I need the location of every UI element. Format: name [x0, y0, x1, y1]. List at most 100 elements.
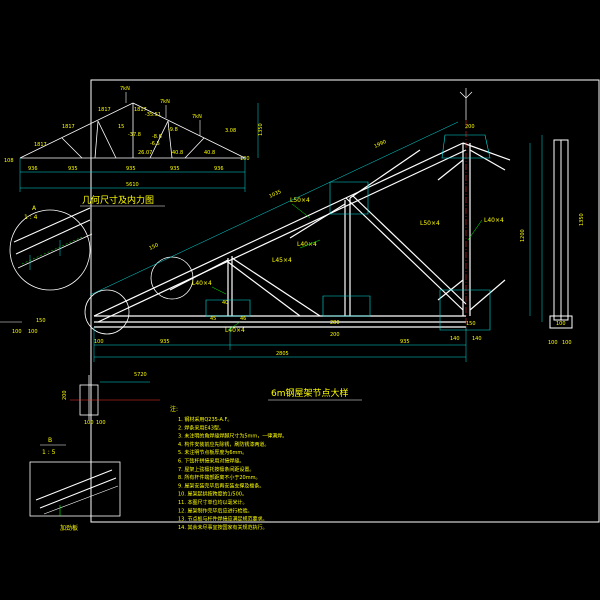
- gusset-plates: [205, 134, 491, 331]
- member-label-3: L40×4: [484, 217, 504, 224]
- geo-force-7: 40.8: [172, 150, 183, 156]
- note-item: 3. 未注明的角焊缝焊脚尺寸为5mm，一律满焊。: [178, 433, 287, 440]
- geo-side-dim-108: 108: [4, 158, 14, 164]
- geo-force-3: -9.8: [168, 127, 178, 133]
- main-bottom-dim-2: 935: [400, 339, 410, 345]
- member-label-7: L40×4: [192, 280, 212, 287]
- main-dimension-lines: [89, 121, 543, 362]
- geo-top-length-2: 1817: [62, 124, 75, 130]
- geo-load-3: 7kN: [192, 114, 202, 120]
- note-item: 7. 屋架上弦檩托按檩条间距设置。: [178, 466, 254, 473]
- notes-list: 1. 钢材采用Q235-A.F。2. 焊条采用E43型。 3. 未注明的角焊缝焊脚…: [178, 416, 287, 531]
- misc-dim-4: 280: [330, 320, 340, 326]
- support-detail: [70, 375, 160, 420]
- note-item: 14. 其余未尽事宜按国家有关规范执行。: [178, 524, 268, 531]
- geo-bottom-length-5: 936: [214, 166, 224, 172]
- geo-bottom-length-1: 936: [28, 166, 38, 172]
- note-item: 5. 未注明节点板厚度为6mm。: [178, 449, 247, 456]
- geo-bottom-length-3: 935: [126, 166, 136, 172]
- detail-a-scale: 1 : 4: [24, 214, 38, 221]
- main-bottom-dim-1: 935: [160, 339, 170, 345]
- side-elevation: [549, 139, 573, 329]
- geo-top-length-3: 1817: [98, 107, 111, 113]
- note-item: 6. 下弦杆拼接采用对接焊缝。: [178, 458, 244, 465]
- support-dim-5: 140: [450, 336, 460, 342]
- support-dim-4: 100: [94, 339, 104, 345]
- note-item: 4. 构件安装前应先除锈，刷防锈漆两道。: [178, 441, 269, 448]
- geo-bottom-length-4: 935: [170, 166, 180, 172]
- note-item: 1. 钢材采用Q235-A.F。: [178, 416, 232, 423]
- geo-force-5: -6.5: [150, 141, 160, 147]
- main-top-dim-3: 150: [148, 242, 159, 251]
- geo-load-1: 7kN: [120, 86, 130, 92]
- support-dim-2: 150: [36, 318, 46, 324]
- note-item: 12. 屋架制作完毕后应进行检验。: [178, 507, 253, 514]
- geo-load-2: 7kN: [160, 99, 170, 105]
- geo-load-arrows: [125, 92, 201, 136]
- support-detail-dim-100b: 100: [96, 420, 106, 426]
- geo-bottom-length-2: 935: [68, 166, 78, 172]
- note-item: 8. 所有杆件端部距离不小于20mm。: [178, 474, 260, 481]
- misc-dim-5: 200: [330, 332, 340, 338]
- main-truss: [93, 142, 511, 328]
- support-dim-8: 100: [556, 321, 566, 327]
- note-item: 9. 屋架安装完毕后再安装支撑及檩条。: [178, 482, 264, 489]
- member-leaders: [211, 203, 483, 331]
- geometry-diagram: [19, 102, 246, 159]
- note-item: 2. 焊条采用E43型。: [178, 424, 224, 431]
- geo-force-9: 3.08: [225, 128, 236, 134]
- geo-top-length-1: 1817: [34, 142, 47, 148]
- main-title: 6m钢屋架节点大样: [271, 387, 349, 399]
- geo-vertical-force: 15: [118, 124, 124, 130]
- main-height-dim-2: 1350: [579, 213, 585, 226]
- detail-b-scale: 1 : 5: [42, 449, 56, 456]
- main-bottom-dim-3: 2805: [276, 351, 289, 357]
- detail-a-locator: [84, 289, 130, 335]
- detail-b-mark: B: [48, 437, 52, 444]
- detail-b-label: 加劲板: [60, 524, 78, 532]
- member-label-6: L50×4: [420, 220, 440, 227]
- support-dim-1: 100: [12, 329, 22, 335]
- note-item: 13. 节点板与杆件焊接应满足规范要求。: [178, 516, 268, 523]
- support-dim-6: 140: [472, 336, 482, 342]
- detail-a-mark: A: [32, 205, 37, 212]
- geo-force-6: 26.07: [138, 150, 152, 156]
- support-dim-7: 150: [466, 321, 476, 327]
- member-label-2: L40×4: [297, 241, 317, 248]
- detail-a: A 1 : 4: [9, 205, 93, 291]
- support-dim-9: 100: [548, 340, 558, 346]
- misc-dim-1: 45: [210, 316, 216, 322]
- detail-b: B 1 : 5 加劲板: [29, 437, 121, 532]
- main-top-dim-4: 200: [465, 124, 475, 130]
- main-height-dim-1: 1200: [520, 229, 526, 242]
- drawing-frame: [90, 79, 600, 523]
- member-label-1: L50×4: [290, 197, 310, 204]
- geo-force-4: -8.6: [152, 134, 162, 140]
- apex-mark: [459, 88, 473, 120]
- geo-force-2: -35.51: [145, 112, 161, 118]
- notes-heading: 注:: [170, 405, 178, 413]
- node-circle: [150, 256, 194, 300]
- geo-force-8: 40.8: [204, 150, 215, 156]
- member-label-4: L40×4: [225, 327, 245, 334]
- geo-force-1: -37.8: [128, 132, 141, 138]
- main-top-dim-1: 1990: [373, 139, 387, 150]
- geo-side-dim-height: 1350: [258, 123, 264, 136]
- support-dim-3: 100: [28, 329, 38, 335]
- misc-dim-3: 40: [222, 300, 228, 306]
- geo-top-length-4: 1817: [134, 107, 147, 113]
- misc-dim-6: 5720: [134, 372, 147, 378]
- geometry-title: 几何尺寸及内力图: [82, 194, 154, 206]
- main-top-dim-2: 1035: [268, 189, 282, 200]
- member-label-5: L45×4: [272, 257, 292, 264]
- support-detail-dim-200: 200: [62, 390, 68, 400]
- geo-side-dim-100: 100: [240, 156, 250, 162]
- misc-dim-2: 46: [240, 316, 246, 322]
- support-detail-dim-100a: 100: [84, 420, 94, 426]
- support-dim-10: 100: [562, 340, 572, 346]
- note-item: 10. 屋架起拱按跨度的1/500。: [178, 491, 247, 498]
- geometry-dimension-lines: [19, 103, 259, 192]
- geo-total-span: 5610: [126, 182, 139, 188]
- note-item: 11. 本图尺寸单位均以毫米计。: [178, 499, 248, 506]
